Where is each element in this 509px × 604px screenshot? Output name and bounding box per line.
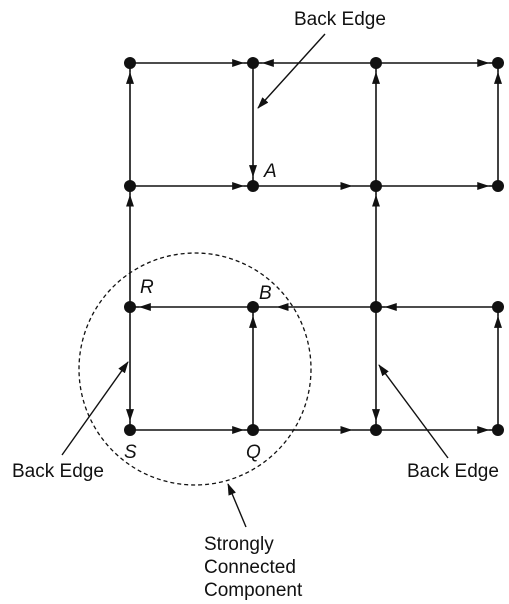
back-edge-right-pointer bbox=[378, 364, 449, 459]
node-r2-c0 bbox=[124, 301, 136, 313]
scc-label-line2: Connected bbox=[204, 557, 296, 578]
scc-label-line3: Component bbox=[204, 580, 303, 601]
node-label-b: B bbox=[259, 283, 272, 304]
annotation-pointers bbox=[61, 33, 449, 528]
edges bbox=[126, 59, 502, 434]
scc-circle bbox=[78, 252, 312, 486]
node-r3-c0 bbox=[124, 424, 136, 436]
scc-label-line1: Strongly bbox=[204, 534, 274, 555]
back-edge-left-label: Back Edge bbox=[12, 461, 104, 482]
node-r0-c3 bbox=[492, 57, 504, 69]
node-label-a: A bbox=[263, 161, 277, 182]
node-r3-c2 bbox=[370, 424, 382, 436]
node-label-r: R bbox=[140, 277, 154, 298]
node-r1-c0 bbox=[124, 180, 136, 192]
node-r3-c3 bbox=[492, 424, 504, 436]
back-edge-left-pointer bbox=[61, 361, 129, 456]
node-r0-c2 bbox=[370, 57, 382, 69]
node-label-q: Q bbox=[246, 442, 261, 463]
node-r0-c0 bbox=[124, 57, 136, 69]
node-r2-c1 bbox=[247, 301, 259, 313]
node-r0-c1 bbox=[247, 57, 259, 69]
node-r1-c2 bbox=[370, 180, 382, 192]
nodes bbox=[124, 57, 504, 436]
back-edge-right-label: Back Edge bbox=[407, 461, 499, 482]
node-r2-c3 bbox=[492, 301, 504, 313]
node-label-s: S bbox=[124, 442, 137, 463]
node-r2-c2 bbox=[370, 301, 382, 313]
node-r1-c1 bbox=[247, 180, 259, 192]
scc-pointer bbox=[227, 483, 247, 528]
back-edge-top-label: Back Edge bbox=[294, 9, 386, 30]
node-r3-c1 bbox=[247, 424, 259, 436]
back-edge-top-pointer bbox=[257, 33, 326, 109]
node-r1-c3 bbox=[492, 180, 504, 192]
